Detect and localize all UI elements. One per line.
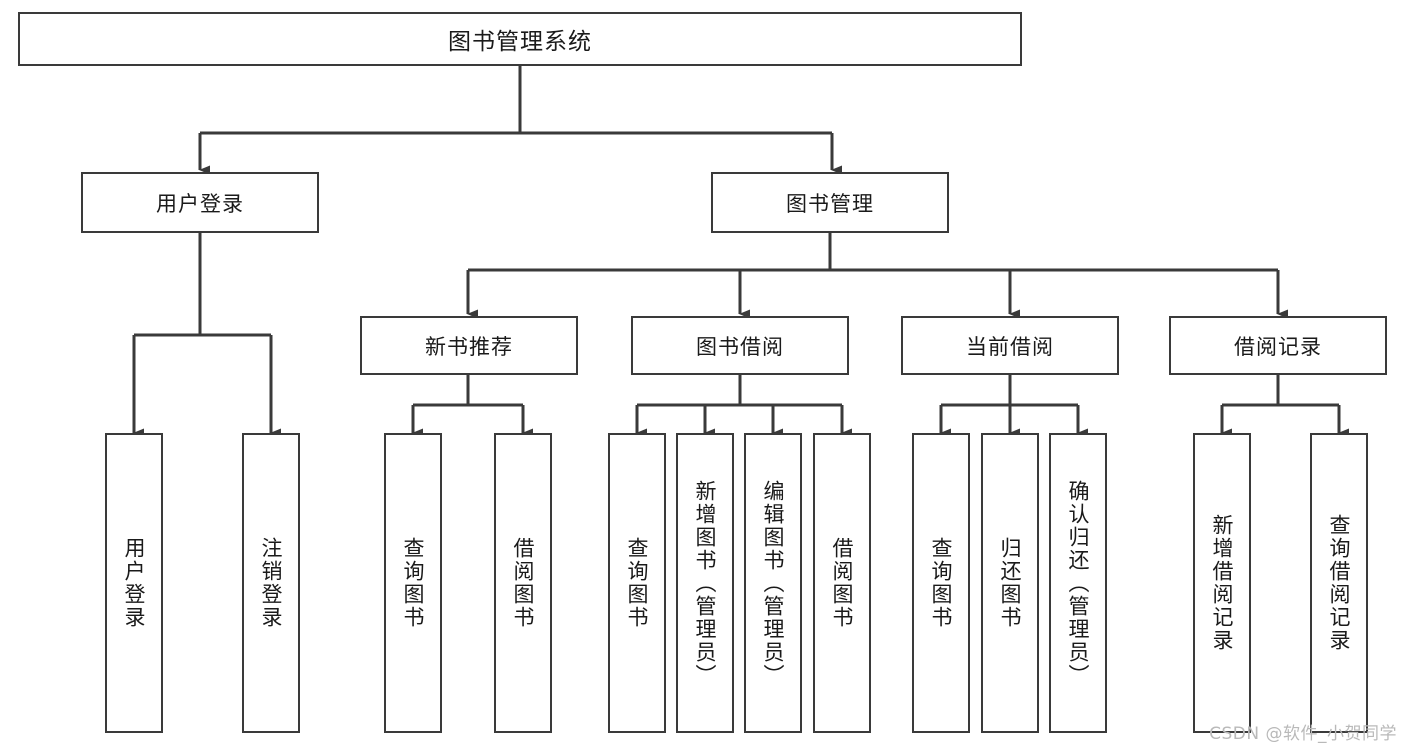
node-leaf-borrow-book-recommend[interactable]: 借阅图书 bbox=[494, 433, 552, 733]
node-label: 注销登录 bbox=[259, 537, 284, 629]
node-label: 编辑图书（管理员） bbox=[761, 479, 786, 687]
watermark-text: CSDN @软件_小贺同学 bbox=[1209, 724, 1397, 744]
node-user-login[interactable]: 用户登录 bbox=[81, 172, 319, 233]
edges-currentborrow-to-leaves bbox=[939, 375, 1088, 438]
edges-root-to-level2 bbox=[198, 66, 842, 175]
node-current-borrow[interactable]: 当前借阅 bbox=[901, 316, 1119, 375]
node-book-borrow[interactable]: 图书借阅 bbox=[631, 316, 849, 375]
node-new-book-recommend[interactable]: 新书推荐 bbox=[360, 316, 578, 375]
node-leaf-confirm-return-admin[interactable]: 确认归还（管理员） bbox=[1049, 433, 1107, 733]
node-root-system[interactable]: 图书管理系统 bbox=[18, 12, 1022, 66]
node-label: 新增借阅记录 bbox=[1210, 514, 1235, 652]
node-label: 查询借阅记录 bbox=[1327, 514, 1352, 652]
node-label: 借阅图书 bbox=[511, 537, 536, 629]
edges-userlogin-to-leaves bbox=[132, 233, 281, 438]
node-label: 图书管理系统 bbox=[448, 29, 592, 55]
node-borrow-record[interactable]: 借阅记录 bbox=[1169, 316, 1387, 375]
node-label: 新增图书（管理员） bbox=[693, 479, 718, 687]
node-label: 借阅记录 bbox=[1234, 334, 1322, 359]
node-leaf-query-borrow-record[interactable]: 查询借阅记录 bbox=[1310, 433, 1368, 733]
node-label: 用户登录 bbox=[156, 191, 244, 216]
node-label: 确认归还（管理员） bbox=[1066, 479, 1091, 687]
edges-newbookrec-to-leaves bbox=[411, 375, 533, 438]
node-label: 归还图书 bbox=[998, 537, 1023, 629]
node-label: 查询图书 bbox=[929, 537, 954, 629]
node-leaf-user-login[interactable]: 用户登录 bbox=[105, 433, 163, 733]
edges-borrowrecord-to-leaves bbox=[1220, 375, 1349, 438]
node-leaf-query-book-recommend[interactable]: 查询图书 bbox=[384, 433, 442, 733]
node-label: 图书管理 bbox=[786, 191, 874, 216]
node-leaf-borrow-book[interactable]: 借阅图书 bbox=[813, 433, 871, 733]
node-leaf-edit-book-admin[interactable]: 编辑图书（管理员） bbox=[744, 433, 802, 733]
node-leaf-query-book-current[interactable]: 查询图书 bbox=[912, 433, 970, 733]
node-leaf-logout[interactable]: 注销登录 bbox=[242, 433, 300, 733]
node-label: 图书借阅 bbox=[696, 334, 784, 359]
node-leaf-return-book[interactable]: 归还图书 bbox=[981, 433, 1039, 733]
node-label: 当前借阅 bbox=[966, 334, 1054, 359]
edges-bookborrow-to-leaves bbox=[635, 375, 852, 438]
edges-bookmanage-to-level3 bbox=[466, 233, 1288, 319]
node-leaf-add-book-admin[interactable]: 新增图书（管理员） bbox=[676, 433, 734, 733]
node-label: 用户登录 bbox=[122, 537, 147, 629]
node-label: 新书推荐 bbox=[425, 334, 513, 359]
node-label: 查询图书 bbox=[625, 537, 650, 629]
node-book-manage[interactable]: 图书管理 bbox=[711, 172, 949, 233]
node-label: 借阅图书 bbox=[830, 537, 855, 629]
node-label: 查询图书 bbox=[401, 537, 426, 629]
node-leaf-query-book-borrow[interactable]: 查询图书 bbox=[608, 433, 666, 733]
node-leaf-add-borrow-record[interactable]: 新增借阅记录 bbox=[1193, 433, 1251, 733]
